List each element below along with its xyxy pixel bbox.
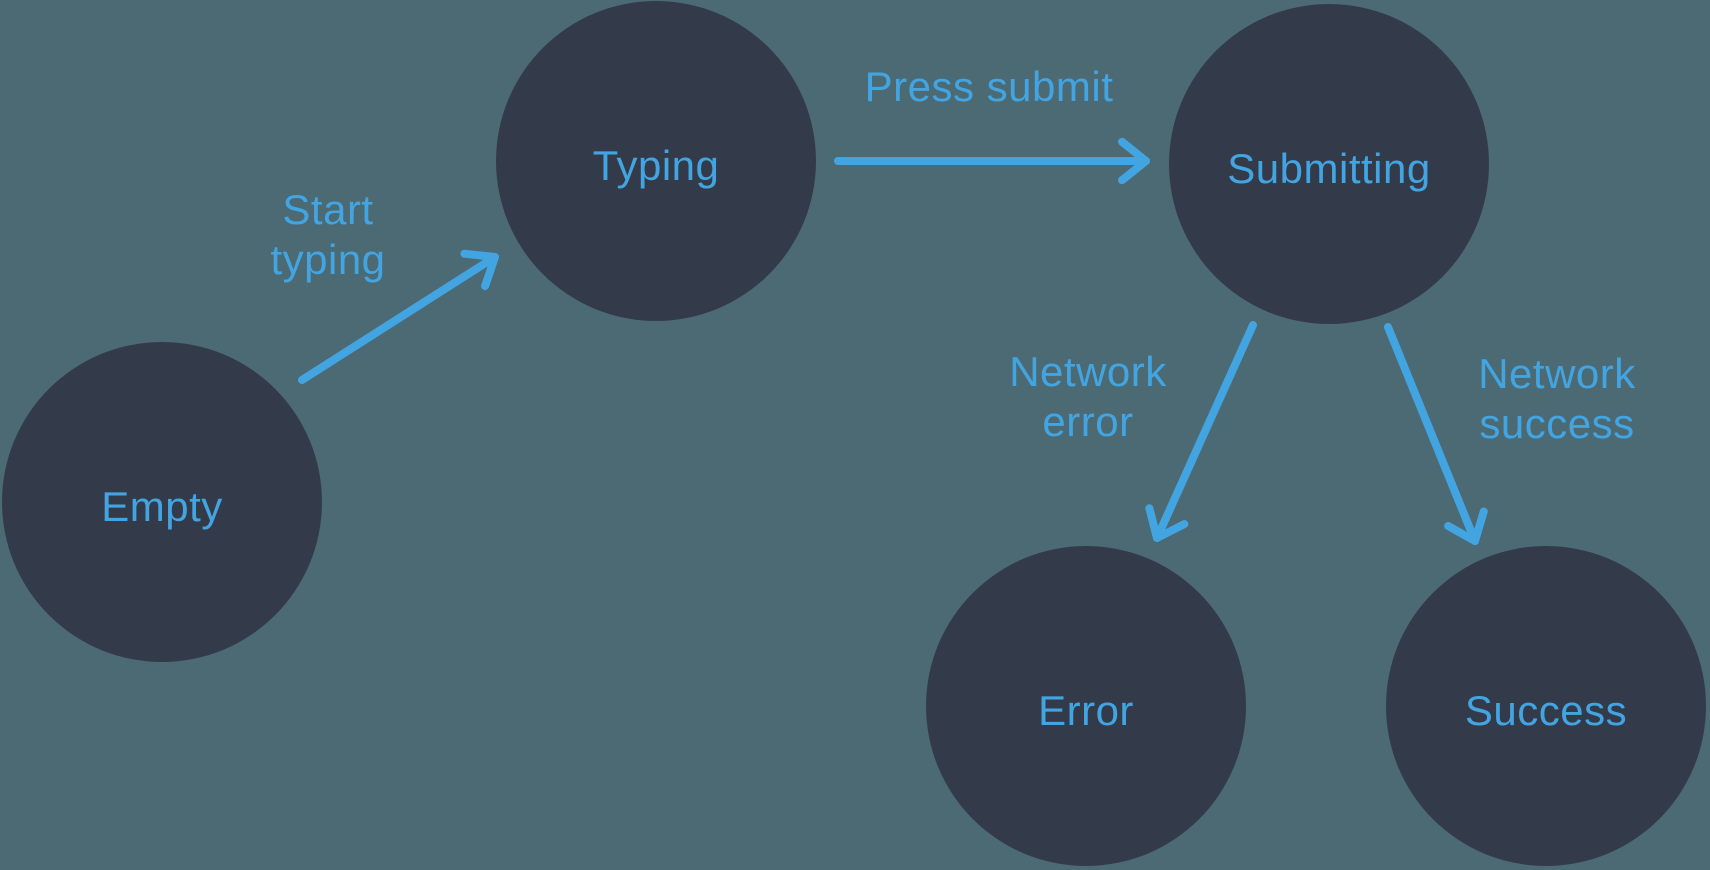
state-label-submitting: Submitting [1227, 145, 1431, 192]
state-node-empty: Empty [2, 342, 322, 662]
transition-label-press-submit: Press submit [864, 63, 1114, 110]
state-node-submitting: Submitting [1169, 4, 1489, 324]
transition-label-start-typing: Start typing [270, 186, 386, 283]
state-label-typing: Typing [592, 142, 720, 189]
state-label-error: Error [1038, 687, 1134, 734]
transition-arrow-network-success [1384, 323, 1488, 546]
state-node-success: Success [1386, 546, 1706, 866]
transition-arrow-start-typing [298, 249, 500, 384]
state-label-success: Success [1464, 687, 1628, 734]
state-label-empty: Empty [101, 483, 223, 530]
transition-arrow-network-error [1145, 321, 1257, 543]
state-node-typing: Typing [496, 1, 816, 321]
transition-label-network-success: Network success [1478, 350, 1636, 447]
transition-label-network-error: Network error [1009, 348, 1167, 445]
state-node-error: Error [926, 546, 1246, 866]
